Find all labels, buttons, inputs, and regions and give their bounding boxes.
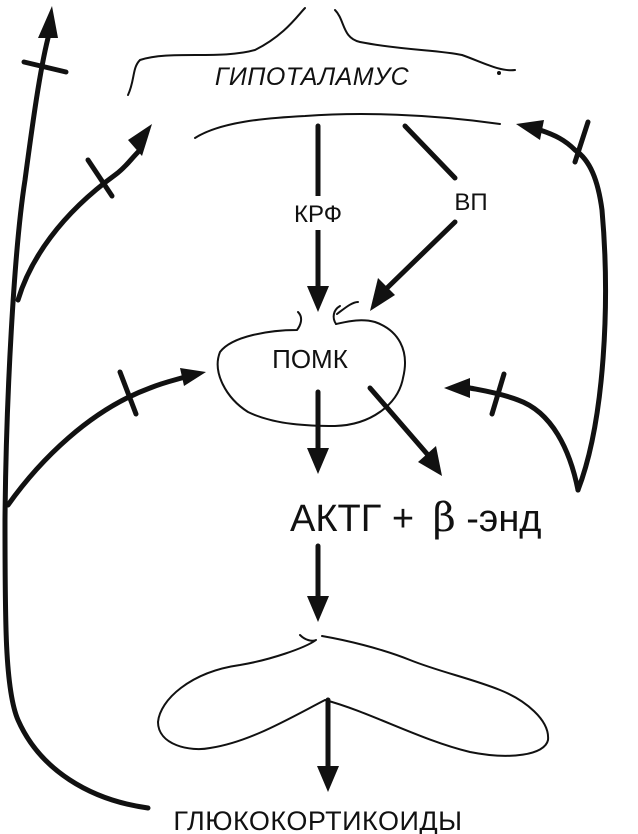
adrenal-outline: [157, 634, 550, 757]
pomc-outline: [216, 301, 406, 427]
glucocorticoids-label: ГЛЮКОКОРТИКОИДЫ: [173, 806, 462, 834]
pomc-outline-notch: [332, 305, 341, 325]
right-feedback-outer-block[interactable]: [572, 119, 591, 165]
acth-arrow-head: [307, 448, 329, 474]
vp-label: ВП: [454, 189, 487, 216]
hypothalamus-lower-outline: [194, 113, 501, 139]
acth-label: АКТГ +: [290, 498, 414, 540]
beta-symbol: β: [433, 495, 456, 541]
right-feedback-outer-head: [516, 120, 544, 140]
left-feedback-arrow-head: [38, 6, 58, 38]
left-feedback-block[interactable]: [21, 59, 69, 75]
branch-to-pomc-head: [180, 368, 206, 386]
right-feedback-outer: [537, 127, 608, 493]
beta-end-arrow-head: [418, 446, 442, 476]
crf-arrow-head: [307, 286, 329, 312]
left-feedback-trunk: [2, 35, 151, 811]
vp-arrow-upper: [402, 123, 458, 181]
branch-to-hypothalamus-block[interactable]: [85, 157, 115, 199]
pomc-label: ПОМК: [272, 344, 348, 374]
branch-to-hypothalamus-head: [128, 124, 152, 156]
acth-beta-end-label: АКТГ + β -энд: [290, 495, 541, 541]
hypothalamus-outline: [127, 7, 516, 96]
beta-end-arrow-shaft: [367, 385, 431, 458]
ink-speck: [497, 71, 501, 75]
branch-to-hypothalamus: [15, 147, 143, 303]
hypothalamus-label: ГИПОТАЛАМУС: [215, 63, 410, 91]
right-feedback-inner: [467, 385, 581, 493]
crf-label-bg: [276, 196, 362, 230]
vp-arrow-head: [370, 278, 395, 311]
vp-arrow-lower: [382, 219, 458, 293]
right-feedback-inner-head: [444, 378, 470, 398]
branch-to-pomc: [5, 374, 188, 508]
right-feedback-inner-block[interactable]: [489, 371, 507, 417]
branch-to-pomc-block[interactable]: [117, 369, 139, 417]
adrenal-arrow-head: [307, 596, 329, 622]
endorphin-label: -энд: [466, 498, 541, 540]
crf-label: КРФ: [294, 201, 342, 228]
gluco-arrow-head: [317, 766, 339, 792]
